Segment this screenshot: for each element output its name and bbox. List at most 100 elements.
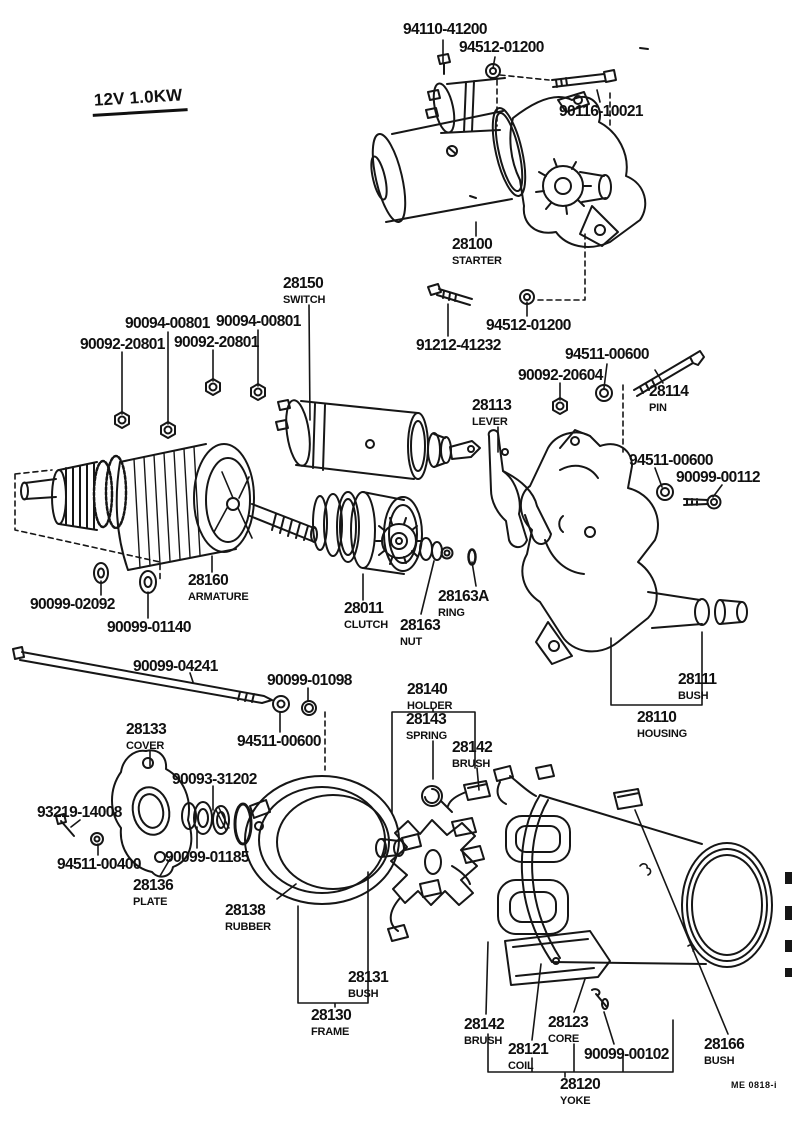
part-code: 28131 [348,969,389,986]
part-code: 28100 [452,236,493,253]
part-label: 94511-00600 [629,452,714,470]
part-label: 91212-41232 [416,337,501,355]
housing-fasteners-art [656,483,722,510]
through-bolt-90116 [551,69,617,88]
part-code: 28138 [225,902,266,919]
part-name: RING [438,607,465,619]
part-code: 28163 [400,617,441,634]
part-code: 28120 [560,1076,601,1093]
part-name: ARMATURE [188,591,249,603]
part-code: 90094-00801 [125,315,210,332]
part-name: COIL [508,1060,534,1072]
part-name: RUBBER [225,921,271,933]
part-name: YOKE [560,1095,591,1107]
leader-lines [70,39,729,1078]
hex-nuts-art [114,378,266,439]
brush-box-upper [447,780,491,807]
part-code: 90099-02092 [30,596,115,613]
o-ring-90099-01185 [233,802,253,846]
part-name: LEVER [472,416,508,428]
part-name: SWITCH [283,294,326,306]
part-code: 90099-01185 [165,849,250,866]
part-code: 28011 [344,600,384,617]
starter-assembly-art [370,47,649,306]
snap-ring [467,548,477,566]
part-name: BRUSH [464,1035,503,1047]
part-name: FRAME [311,1026,350,1038]
part-code: 28136 [133,877,174,894]
part-label: 93219-14008 [37,804,122,822]
part-code: 90099-04241 [133,658,218,675]
part-name: PLATE [133,896,168,908]
part-code: 28121 [508,1041,549,1058]
frame-art [244,775,405,905]
washer-01140 [139,570,157,594]
part-code: 28166 [704,1036,745,1053]
part-code: 90099-01098 [267,672,352,689]
part-name: NUT [400,636,423,648]
part-label: 90099-02092 [30,596,115,614]
part-code: 28123 [548,1014,589,1031]
part-label: 90099-04241 [133,658,218,676]
part-code: 90094-00801 [216,313,301,330]
housing-art [519,429,748,665]
screw-90099-00102 [591,988,607,1007]
part-code: 90099-00112 [676,469,761,486]
page-edge-marks [785,872,792,977]
part-label: 90092-20604 [518,367,603,385]
part-code: 28142 [452,739,493,756]
part-code: 94110-41200 [403,21,488,38]
part-label: 90099-00102 [584,1046,669,1064]
construction-dashed-lines [14,74,624,771]
bolt-94511-00400 [90,832,104,846]
part-code: 28130 [311,1007,352,1024]
brush-holder-art [387,780,491,942]
part-label: 90099-01185 [165,849,250,867]
solenoid-on-starter [425,77,506,134]
part-label: 90094-00801 [125,315,210,333]
part-code: 90092-20801 [174,334,259,351]
end-cover-art [55,749,253,878]
part-code: 28114 [649,383,689,400]
part-name: HOUSING [637,728,687,740]
mount-bolt-small [437,53,451,75]
switch-art [275,399,481,480]
part-code: 28111 [678,671,717,688]
pivot-hardware-art [552,350,705,415]
part-code: 94511-00600 [629,452,714,469]
part-label: 94511-00600 [565,346,650,364]
part-label: 90116-10021 [559,103,644,121]
stop-collar [419,537,433,561]
part-name: STARTER [452,255,502,267]
part-label: 90099-00112 [676,469,761,487]
brush-spring [421,785,443,807]
yoke-brushes [493,764,643,810]
mount-nut [485,63,501,79]
part-name: BUSH [704,1055,735,1067]
starter-motor-body [370,107,527,223]
clutch-art [312,491,477,575]
through-bolt-art [12,646,317,716]
part-code: 90116-10021 [559,103,644,120]
part-code: 91212-41232 [416,337,501,354]
part-name: BRUSH [452,758,491,770]
part-name: CORE [548,1033,579,1045]
nut-94512-lower [519,289,535,305]
stray-mark [639,47,649,50]
part-code: 28142 [464,1016,505,1033]
